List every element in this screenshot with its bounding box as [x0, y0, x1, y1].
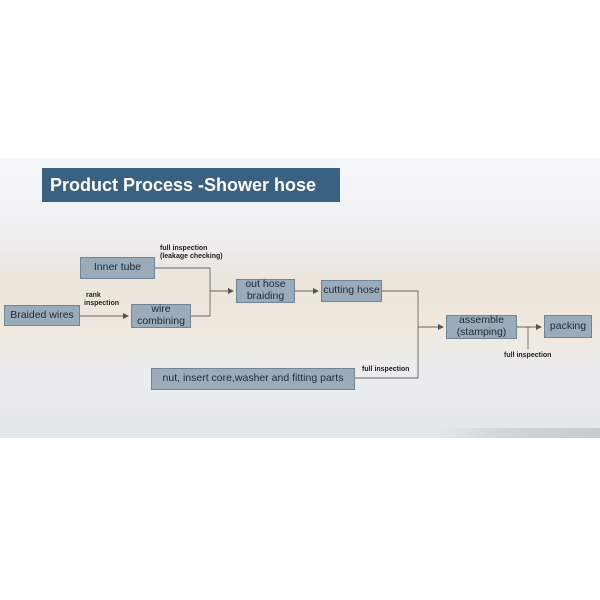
page-title: Product Process -Shower hose — [42, 168, 340, 202]
arrow-combining-to-braiding — [191, 291, 211, 317]
label-full-inspection-final: full inspection — [504, 352, 552, 359]
node-inner-tube: Inner tube — [80, 257, 155, 279]
arrow-innertube-to-braiding — [155, 267, 234, 294]
node-out-hose-braiding: out hose braiding — [236, 279, 295, 303]
background-sky — [0, 158, 600, 438]
label-rank-inspection: rank inspection — [84, 292, 120, 308]
node-braided-wires: Braided wires — [4, 305, 80, 326]
background-horizon — [440, 428, 600, 438]
arrow-parts-to-assemble — [355, 327, 419, 379]
node-cutting-hose: cutting hose — [321, 280, 382, 302]
node-wire-combining: wire combining — [131, 304, 191, 328]
label-full-inspection-leakage: full inspection (leakage checking) — [160, 245, 223, 261]
node-fitting-parts: nut, insert core,washer and fitting part… — [151, 368, 355, 390]
node-packing: packing — [544, 315, 592, 338]
node-assemble: assemble (stamping) — [446, 315, 517, 339]
arrow-cutting-to-assemble — [382, 290, 444, 330]
label-full-inspection-parts: full inspection — [362, 366, 410, 373]
